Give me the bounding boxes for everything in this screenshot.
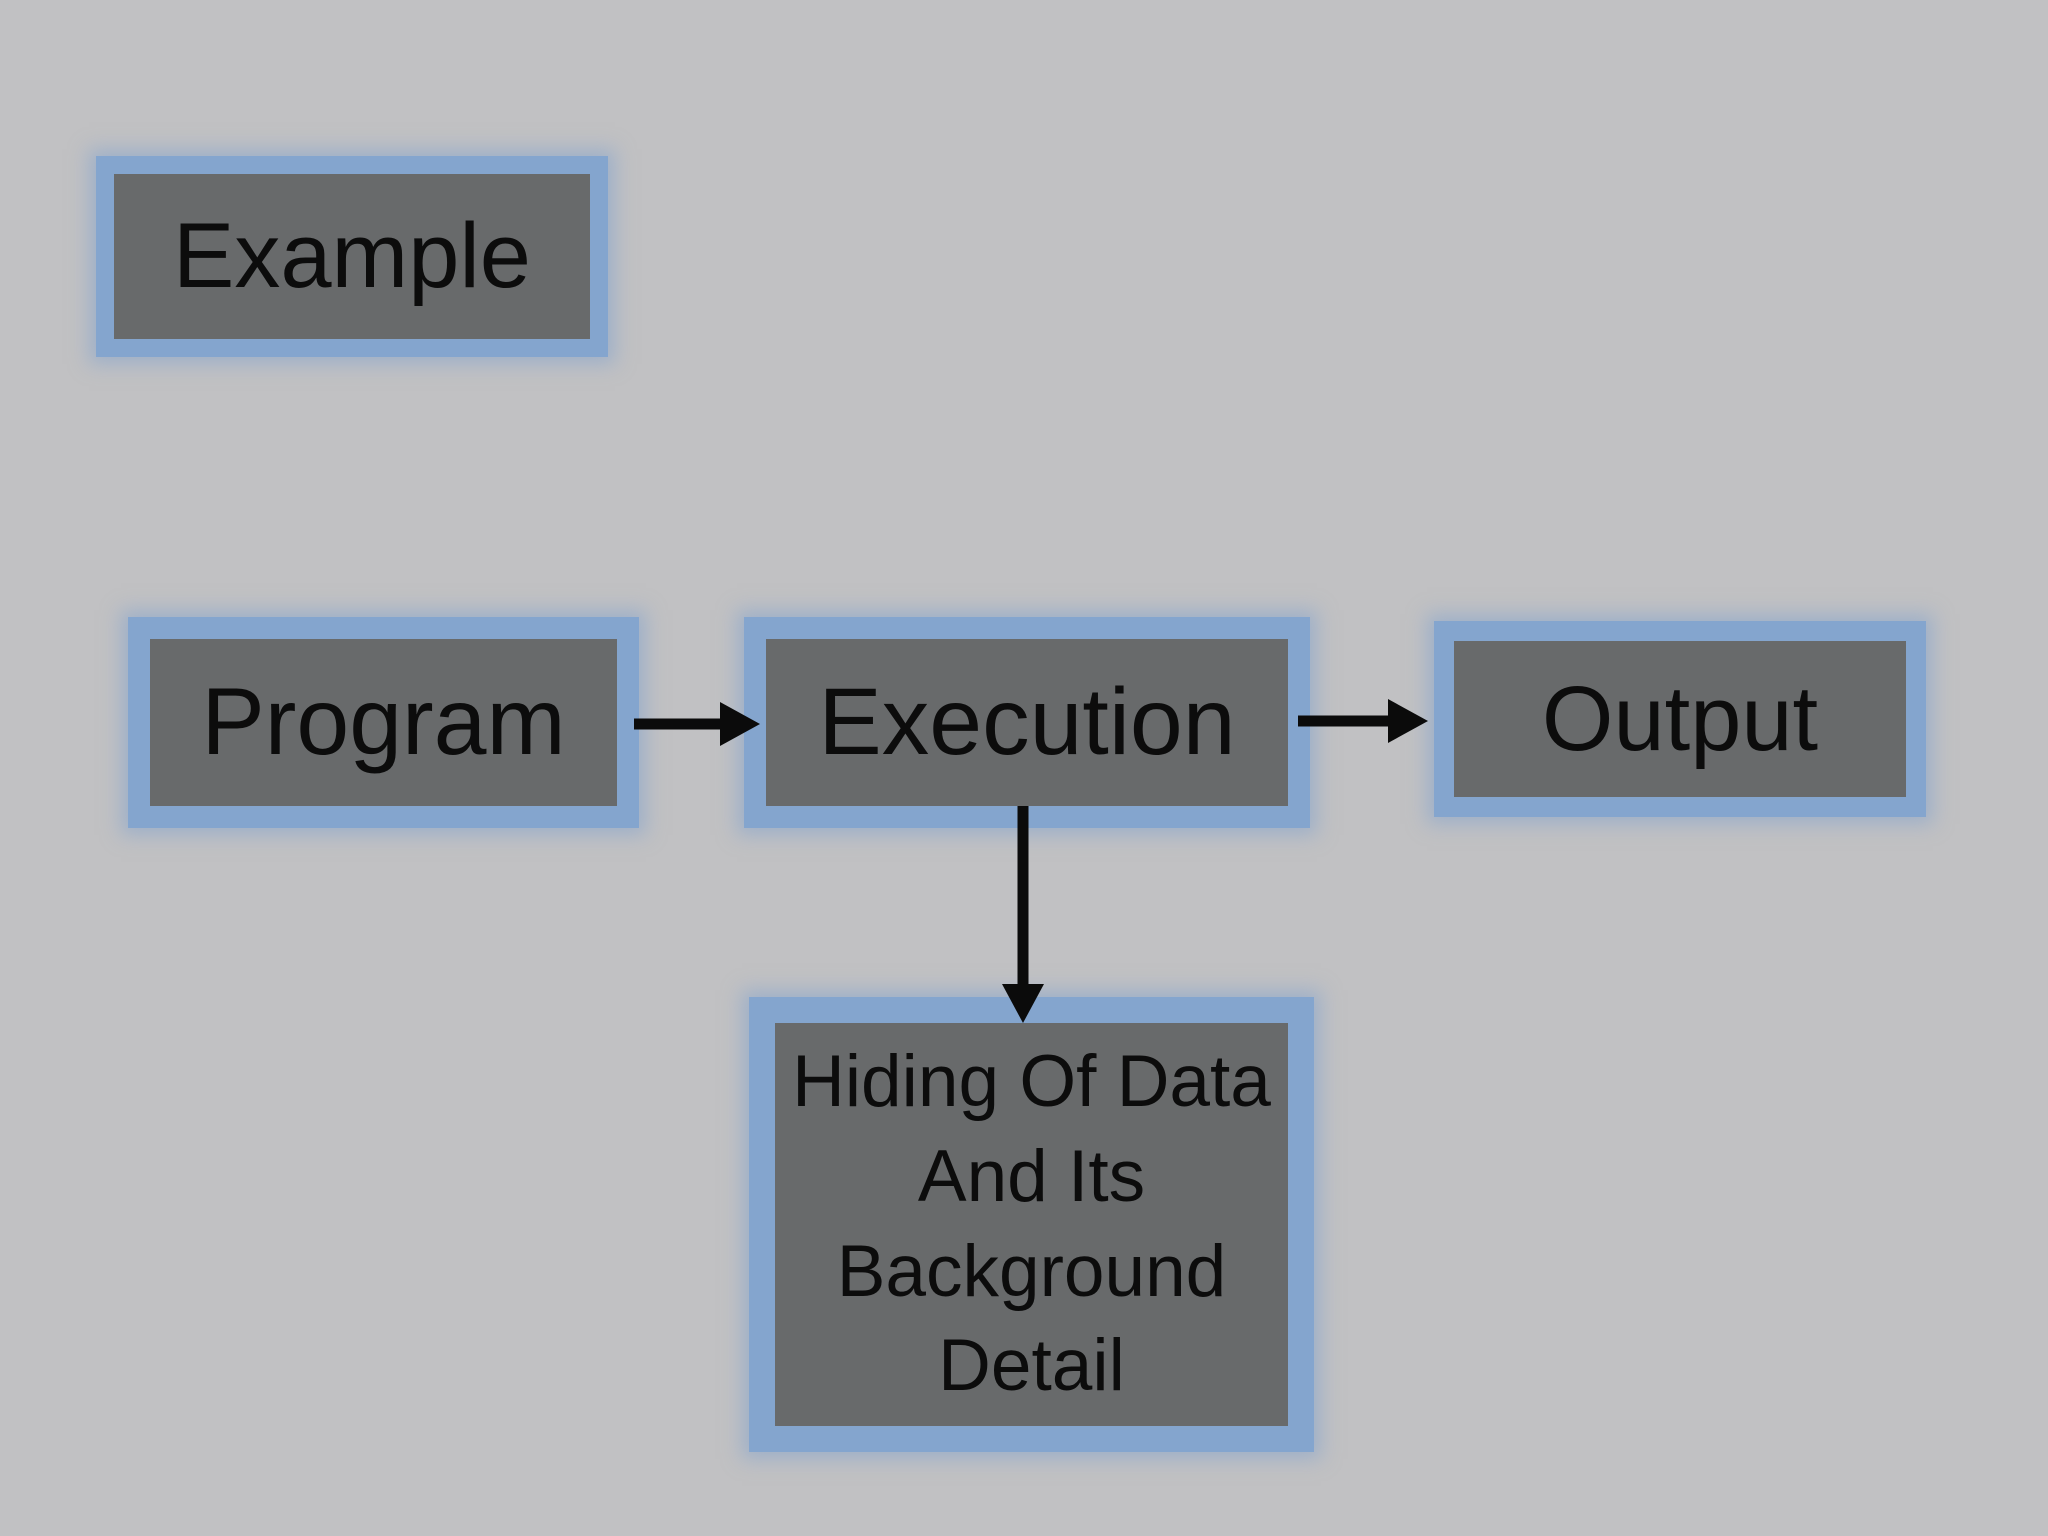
- node-example: Example: [96, 156, 608, 357]
- arrow-execution-to-hiding-icon: [1002, 806, 1044, 1023]
- node-example-label: Example: [173, 205, 531, 307]
- arrow-execution-to-output-icon: [1298, 699, 1428, 743]
- node-execution: Execution: [744, 617, 1310, 828]
- node-output-label: Output: [1541, 667, 1819, 770]
- node-hiding-label-line2: And Its: [917, 1135, 1146, 1217]
- arrow-program-to-execution-icon: [634, 702, 760, 746]
- node-hiding-label-line1: Hiding Of Data: [792, 1040, 1271, 1122]
- node-hiding-label-line4: Detail: [938, 1325, 1125, 1407]
- node-hiding-label-line3: Background: [836, 1230, 1227, 1312]
- node-program-label: Program: [201, 669, 566, 775]
- node-program: Program: [128, 617, 639, 828]
- node-hiding-of-data: Hiding Of Data And Its Background Detail: [749, 997, 1314, 1452]
- node-output: Output: [1434, 621, 1926, 817]
- node-execution-label: Execution: [818, 669, 1236, 775]
